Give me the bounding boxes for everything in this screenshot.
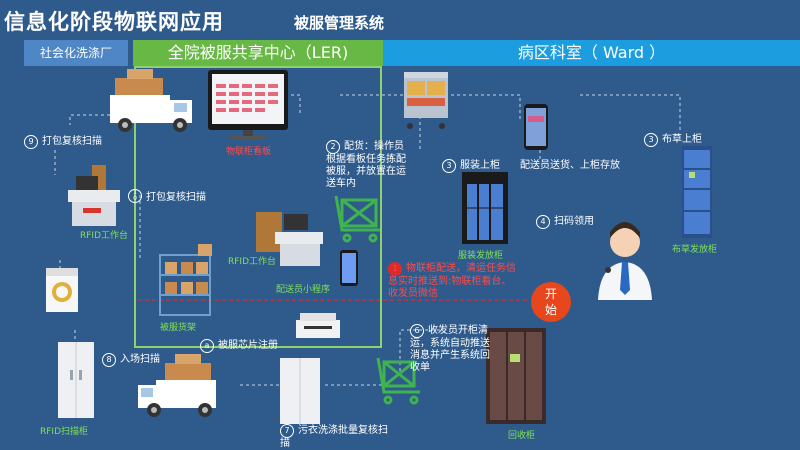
dress-cabinet-icon <box>462 172 508 244</box>
phone-ler-icon <box>340 250 358 286</box>
rfid-scan-cabinet-icon <box>58 342 94 418</box>
bedding-cabinet-icon <box>682 146 712 238</box>
laundry-cabinet-icon <box>280 358 320 424</box>
bedding-cabinet-label: 布草发放柜 <box>672 242 717 255</box>
recycle-cabinet-label: 回收柜 <box>508 428 535 441</box>
washing-machine-icon <box>46 268 78 312</box>
ward-cart-icon <box>404 72 448 129</box>
truck-top-icon <box>110 69 192 132</box>
phone-ward-icon <box>524 104 548 150</box>
step-3-delivery: 配送员送货、上柜存放 <box>520 156 620 171</box>
rfid-scan-cabinet-label: RFID扫描柜 <box>40 424 88 437</box>
rfid-desk-right-label: RFID工作台 <box>228 254 276 267</box>
rfid-desk-left-icon <box>68 165 120 226</box>
start-button[interactable]: 开 始 <box>531 282 571 322</box>
dress-cabinet-label: 服装发放柜 <box>458 248 503 261</box>
printer-icon <box>296 313 340 338</box>
rfid-desk-left-label: RFID工作台 <box>80 228 128 241</box>
shelf-cart-icon <box>160 244 212 315</box>
flow-connectors <box>55 92 680 385</box>
kanban-monitor-icon <box>208 70 288 139</box>
kanban-label: 物联柜看板 <box>226 144 271 157</box>
green-cart-icon <box>336 196 380 241</box>
recycle-cabinet-icon <box>486 328 546 424</box>
shelf-label: 被服货架 <box>160 320 196 333</box>
app-label: 配送员小程序 <box>276 282 330 295</box>
doctor-icon <box>598 222 652 300</box>
